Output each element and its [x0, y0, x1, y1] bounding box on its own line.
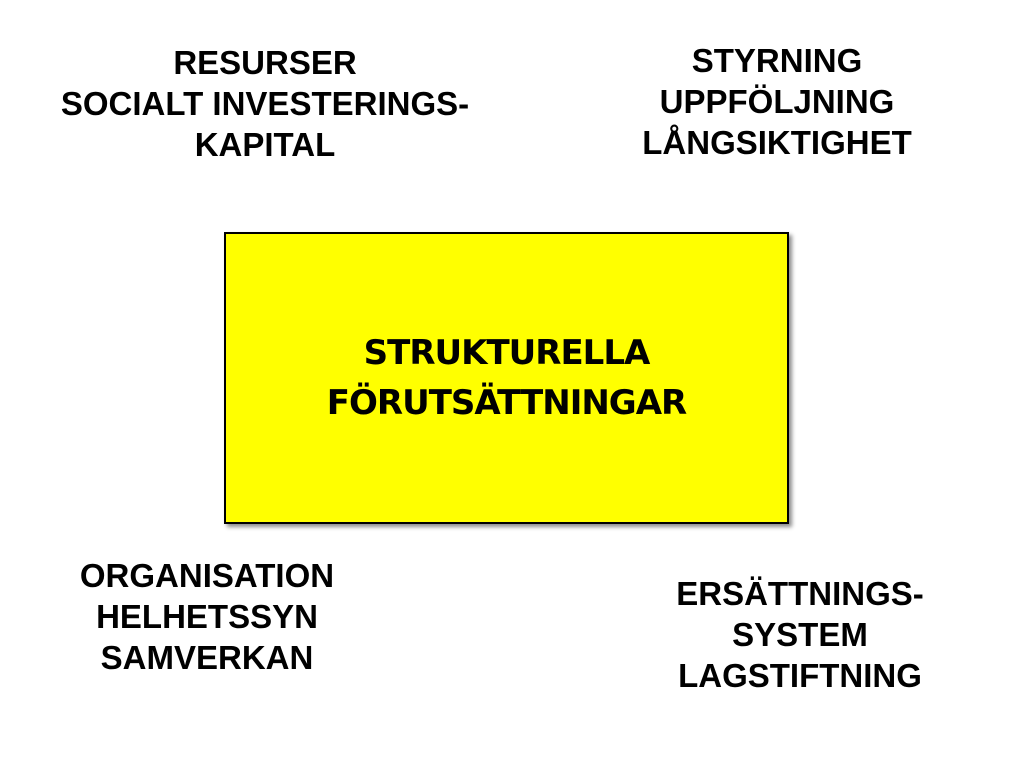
- resources-line-2: SOCIALT INVESTERINGS-: [60, 85, 470, 122]
- center-line-2: FÖRUTSÄTTNINGAR: [326, 383, 687, 423]
- compensation-line-1: ERSÄTTNINGS-: [676, 575, 924, 612]
- resources-label-group: RESURSER SOCIALT INVESTERINGS- KAPITAL: [0, 42, 530, 165]
- governance-line-1: STYRNING: [691, 42, 863, 79]
- compensation-line-2: SYSTEM: [732, 616, 868, 653]
- organisation-line-3: SAMVERKAN: [100, 639, 314, 676]
- resources-line-1: RESURSER: [173, 44, 357, 81]
- governance-label-group: STYRNING UPPFÖLJNING LÅNGSIKTIGHET: [590, 40, 964, 163]
- compensation-label-group: ERSÄTTNINGS- SYSTEM LAGSTIFTNING: [610, 573, 990, 696]
- governance-line-3: LÅNGSIKTIGHET: [642, 124, 912, 161]
- center-line-1: STRUKTURELLA: [363, 333, 651, 373]
- organisation-line-1: ORGANISATION: [79, 557, 335, 594]
- governance-line-2: UPPFÖLJNING: [659, 83, 895, 120]
- structural-prerequisites-box: STRUKTURELLA FÖRUTSÄTTNINGAR: [224, 232, 789, 524]
- organisation-line-2: HELHETSSYN: [96, 598, 318, 635]
- compensation-line-3: LAGSTIFTNING: [678, 657, 922, 694]
- resources-line-3: KAPITAL: [194, 126, 336, 163]
- organisation-label-group: ORGANISATION HELHETSSYN SAMVERKAN: [20, 555, 394, 678]
